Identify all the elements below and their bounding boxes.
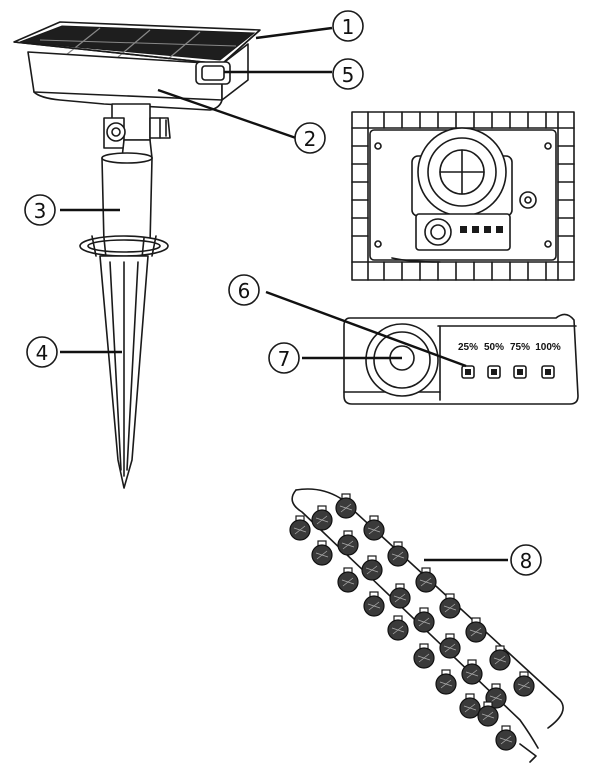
light-bulb	[311, 505, 333, 531]
light-bulb	[389, 583, 411, 609]
control-panel: 25% 50% 75% 100%	[343, 313, 579, 405]
callout-1: 1	[332, 10, 364, 42]
light-bulb	[289, 515, 311, 541]
ground-stake	[79, 235, 169, 489]
light-bulb	[465, 617, 487, 643]
callout-3: 3	[24, 194, 56, 226]
leader-6	[265, 290, 467, 368]
brightness-level-group: 25% 50% 75% 100%	[458, 342, 561, 379]
svg-text:5: 5	[342, 63, 355, 87]
leader-2	[157, 88, 297, 140]
light-bulb	[435, 669, 457, 695]
brightness-indicator-led	[465, 369, 471, 375]
svg-text:4: 4	[36, 341, 49, 365]
light-bulb	[459, 693, 481, 719]
light-bulb	[335, 493, 357, 519]
extension-pole	[101, 152, 153, 245]
brightness-label: 75%	[510, 342, 530, 353]
svg-text:3: 3	[34, 199, 47, 223]
callout-6: 6	[228, 274, 260, 306]
svg-text:1: 1	[342, 15, 355, 39]
leader-lines	[60, 26, 508, 562]
svg-text:6: 6	[238, 279, 251, 303]
svg-text:8: 8	[520, 549, 533, 573]
callout-7: 7	[268, 342, 300, 374]
svg-text:7: 7	[278, 347, 291, 371]
callout-2: 2	[294, 122, 326, 154]
light-bulb	[413, 643, 435, 669]
housing-back-view	[351, 111, 575, 281]
light-bulb	[489, 645, 511, 671]
brightness-indicator-led	[545, 369, 551, 375]
brightness-label: 100%	[535, 342, 561, 353]
light-bulb	[413, 607, 435, 633]
light-bulb	[311, 540, 333, 566]
light-bulb	[439, 633, 461, 659]
light-bulb	[337, 530, 359, 556]
svg-text:2: 2	[304, 127, 317, 151]
callout-8: 8	[510, 544, 542, 576]
callout-4: 4	[26, 336, 58, 368]
light-bulb	[387, 541, 409, 567]
light-bulb	[495, 725, 517, 751]
callout-5: 5	[332, 58, 364, 90]
light-bulb	[513, 671, 535, 697]
light-bulb	[363, 591, 385, 617]
string-lights	[289, 488, 564, 763]
light-bulb	[361, 555, 383, 581]
light-bulb	[337, 567, 359, 593]
light-bulb	[461, 659, 483, 685]
solar-panel	[13, 21, 261, 65]
brightness-indicator-led	[517, 369, 523, 375]
angle-adjuster	[103, 103, 171, 159]
brightness-indicator-led	[491, 369, 497, 375]
light-bulb	[477, 701, 499, 727]
brightness-label: 25%	[458, 342, 478, 353]
leader-1	[255, 26, 333, 40]
brightness-label: 50%	[484, 342, 504, 353]
light-bulb	[439, 593, 461, 619]
light-bulb	[387, 615, 409, 641]
light-bulb	[363, 515, 385, 541]
power-button[interactable]	[365, 323, 439, 397]
light-bulb	[415, 567, 437, 593]
